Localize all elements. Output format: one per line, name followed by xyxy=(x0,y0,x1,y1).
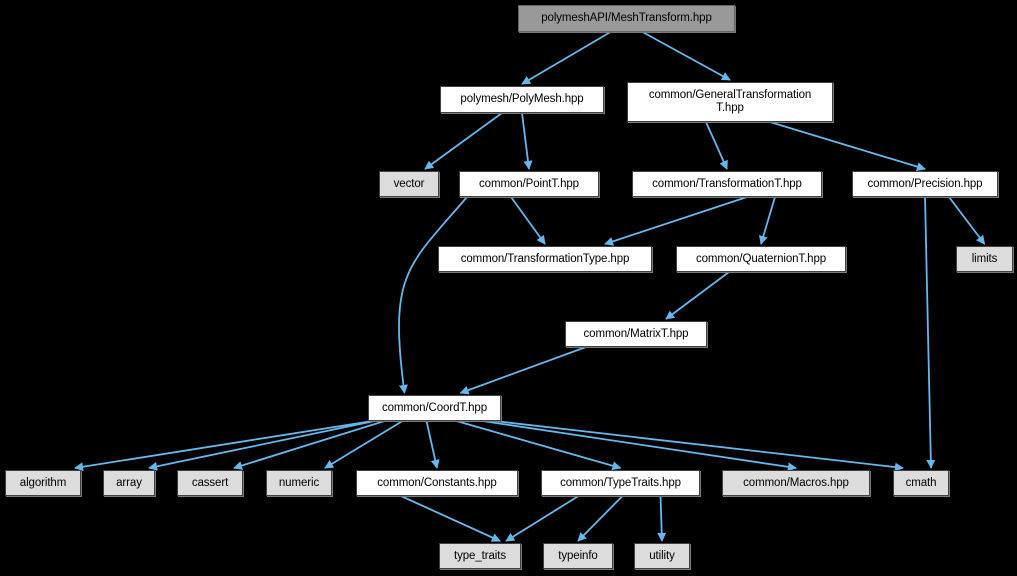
edge-pointt-to-coordt xyxy=(399,197,467,393)
graph-node-typetraits[interactable]: common/TypeTraits.hpp xyxy=(541,470,700,496)
graph-node-transformationtype[interactable]: common/TransformationType.hpp xyxy=(438,246,652,272)
edge-coordt-to-cmath xyxy=(495,421,904,468)
edge-coordt-to-constants xyxy=(427,421,438,468)
edge-transformationt-to-quaterniont xyxy=(761,197,775,244)
edge-polymesh-to-vector xyxy=(425,113,502,169)
edge-coordt-to-macros xyxy=(483,421,797,468)
edge-typetraits-to-typeinfo xyxy=(578,496,623,541)
edge-coordt-to-cassert xyxy=(234,421,385,468)
edge-meshtransform-to-polymesh xyxy=(522,32,611,84)
graph-node-algorithm[interactable]: algorithm xyxy=(5,470,81,496)
graph-node-generaltransformation[interactable]: common/GeneralTransformation T.hpp xyxy=(627,82,833,122)
graph-node-coordt[interactable]: common/CoordT.hpp xyxy=(368,395,501,421)
edge-coordt-to-typetraits xyxy=(457,421,621,468)
edge-typetraits-to-type_traits xyxy=(506,496,579,541)
edge-constants-to-type_traits xyxy=(401,496,500,541)
graph-node-precision[interactable]: common/Precision.hpp xyxy=(852,171,998,197)
graph-node-polymesh[interactable]: polymesh/PolyMesh.hpp xyxy=(440,86,604,113)
graph-node-cassert[interactable]: cassert xyxy=(177,470,243,496)
graph-node-matrixt[interactable]: common/MatrixT.hpp xyxy=(565,321,707,347)
edge-coordt-to-array xyxy=(149,421,375,468)
graph-node-transformationt[interactable]: common/TransformationT.hpp xyxy=(632,171,822,197)
edge-polymesh-to-pointt xyxy=(522,113,529,169)
edge-pointt-to-transformationtype xyxy=(511,197,545,244)
edge-precision-to-cmath xyxy=(925,197,931,468)
graph-node-numeric[interactable]: numeric xyxy=(266,470,332,496)
graph-node-quaterniont[interactable]: common/QuaternionT.hpp xyxy=(676,246,846,272)
graph-node-constants[interactable]: common/Constants.hpp xyxy=(356,470,518,496)
graph-node-type_traits[interactable]: type_traits xyxy=(439,543,521,569)
edge-matrixt-to-coordt xyxy=(461,347,587,393)
edge-meshtransform-to-generaltransformation xyxy=(643,32,731,80)
edge-transformationt-to-transformationtype xyxy=(605,197,747,244)
graph-node-cmath[interactable]: cmath xyxy=(893,470,949,496)
edge-coordt-to-algorithm xyxy=(75,421,373,468)
edge-generaltransformation-to-precision xyxy=(770,122,925,169)
graph-node-utility[interactable]: utility xyxy=(634,543,690,569)
edge-typetraits-to-utility xyxy=(661,496,663,541)
graph-node-pointt[interactable]: common/PointT.hpp xyxy=(459,171,599,197)
graph-node-array[interactable]: array xyxy=(103,470,155,496)
edge-precision-to-limits xyxy=(949,197,985,244)
graph-node-limits[interactable]: limits xyxy=(956,246,1013,272)
graph-node-typeinfo[interactable]: typeinfo xyxy=(543,543,613,569)
edge-quaterniont-to-matrixt xyxy=(666,272,729,319)
graph-node-macros[interactable]: common/Macros.hpp xyxy=(722,470,870,496)
edge-generaltransformation-to-transformationt xyxy=(706,122,727,169)
graph-node-vector[interactable]: vector xyxy=(379,171,439,197)
graph-node-meshtransform[interactable]: polymeshAPI/MeshTransform.hpp xyxy=(518,5,735,32)
